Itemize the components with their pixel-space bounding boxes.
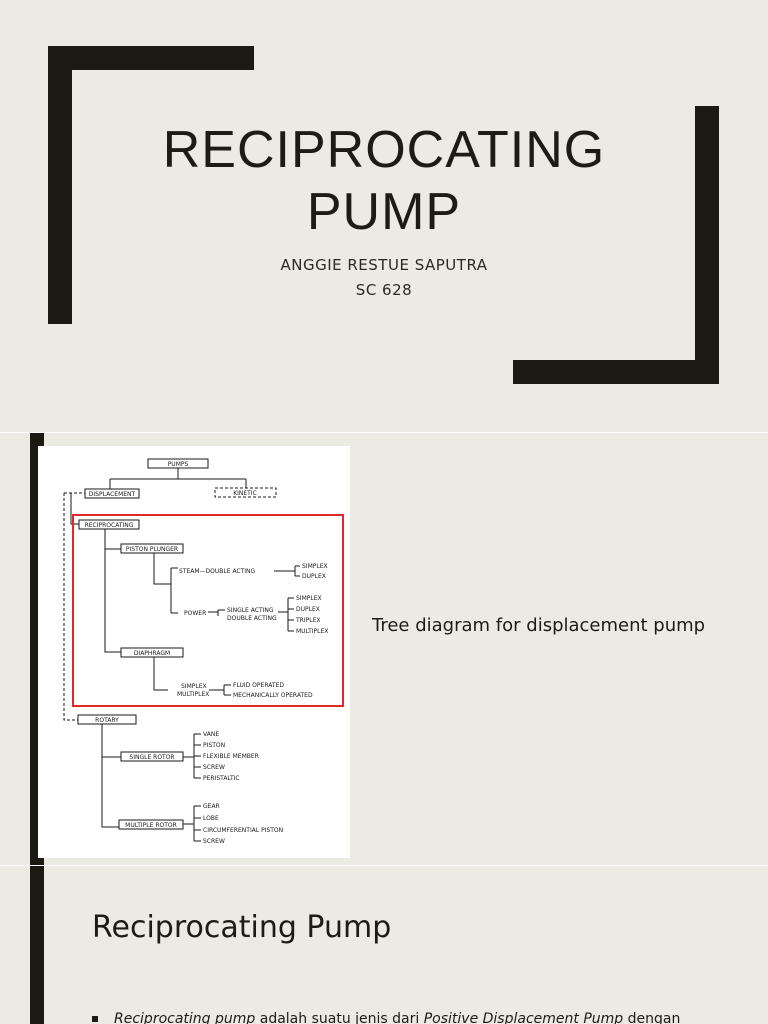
node-gear: GEAR <box>203 803 220 810</box>
node-pumps: PUMPS <box>168 461 189 468</box>
node-circumferential-piston: CIRCUMFERENTIAL PISTON <box>203 827 283 834</box>
slide-heading: Reciprocating Pump <box>92 910 392 945</box>
node-diaphragm: DIAPHRAGM <box>134 650 170 657</box>
node-simplex-a: SIMPLEX <box>302 563 328 570</box>
node-steam-double-acting: STEAM—DOUBLE ACTING <box>179 568 256 575</box>
node-triplex: TRIPLEX <box>295 617 320 624</box>
node-peristaltic: PERISTALTIC <box>203 775 240 782</box>
node-multiplex-b: MULTIPLEX <box>177 691 209 698</box>
tree-diagram: PUMPS DISPLACEMENT KINETIC RECIPROCATING… <box>38 446 350 858</box>
node-lobe: LOBE <box>203 815 219 822</box>
slide-title: RECIPROCATING PUMP <box>0 120 768 242</box>
node-kinetic: KINETIC <box>233 490 257 497</box>
side-bar-2 <box>30 866 44 1024</box>
highlight-frame <box>72 514 344 707</box>
node-duplex-b: DUPLEX <box>296 606 320 613</box>
node-rotary: ROTARY <box>95 717 119 724</box>
node-displacement: DISPLACEMENT <box>89 491 136 498</box>
slide-separator <box>0 432 768 433</box>
corner-bar-top <box>48 46 254 70</box>
course-code: SC 628 <box>355 281 413 299</box>
node-duplex-a: DUPLEX <box>302 573 326 580</box>
node-double-acting: DOUBLE ACTING <box>227 615 277 622</box>
node-single-acting: SINGLE ACTING <box>227 607 274 614</box>
node-vane: VANE <box>203 731 219 738</box>
diagram-caption: Tree diagram for displacement pump <box>372 615 706 636</box>
tree-diagram-svg: PUMPS DISPLACEMENT KINETIC RECIPROCATING… <box>63 458 344 845</box>
node-multiple-rotor: MULTIPLE ROTOR <box>125 822 177 829</box>
content-slide: Reciprocating Pump Reciprocating pump ad… <box>0 866 768 1024</box>
bullet-italic-1: Reciprocating pump <box>114 1011 256 1024</box>
corner-bar-left <box>48 46 72 324</box>
node-flexible-member: FLEXIBLE MEMBER <box>203 753 259 760</box>
node-fluid-operated: FLUID OPERATED <box>233 682 284 689</box>
bullet-icon <box>92 1016 98 1022</box>
node-piston-plunger: PISTON PLUNGER <box>126 546 178 553</box>
node-screw-a: SCREW <box>203 764 225 771</box>
node-single-rotor: SINGLE ROTOR <box>129 754 174 761</box>
bullet-text-2: dengan <box>623 1011 681 1024</box>
node-simplex-c: SIMPLEX <box>181 683 207 690</box>
node-screw-b: SCREW <box>203 838 225 845</box>
bullet-text-1: adalah suatu jenis dari <box>255 1011 424 1024</box>
title-slide: RECIPROCATING PUMP ANGGIE RESTUE SAPUTRA… <box>0 0 768 432</box>
corner-bar-right <box>695 106 719 384</box>
bullet-item: Reciprocating pump adalah suatu jenis da… <box>92 1011 680 1024</box>
title-line-1: RECIPROCATING <box>162 121 606 179</box>
author-name: ANGGIE RESTUE SAPUTRA <box>280 256 488 274</box>
bullet-italic-2: Positive Displacement Pump <box>423 1011 624 1024</box>
node-reciprocating: RECIPROCATING <box>85 522 134 529</box>
node-piston: PISTON <box>203 742 225 749</box>
node-mechanically-operated: MECHANICALLY OPERATED <box>233 692 313 699</box>
slide-separator-2 <box>0 865 768 866</box>
node-simplex-b: SIMPLEX <box>296 595 322 602</box>
corner-bar-bottom <box>513 360 719 384</box>
node-multiplex-a: MULTIPLEX <box>296 628 328 635</box>
node-power: POWER <box>184 610 206 617</box>
tree-slide: PUMPS DISPLACEMENT KINETIC RECIPROCATING… <box>0 433 768 865</box>
title-line-2: PUMP <box>306 183 462 241</box>
